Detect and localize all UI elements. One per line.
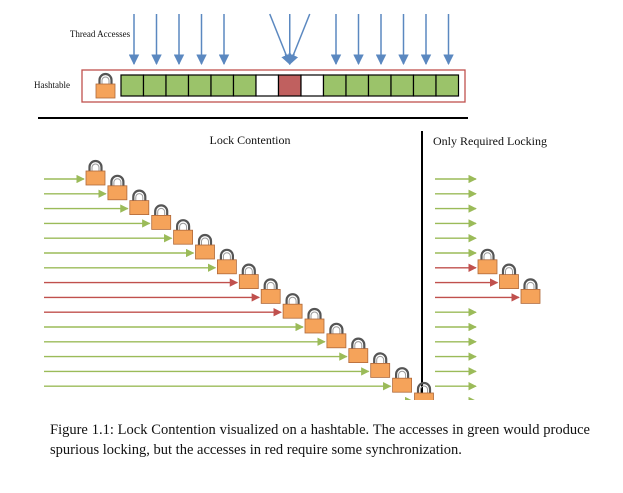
hashtable-bucket (300, 74, 325, 97)
lock-contention-diagram (38, 13, 541, 400)
padlock-icon (95, 72, 116, 99)
lock-contention-heading: Lock Contention (209, 133, 291, 147)
padlock-icon (216, 248, 237, 275)
padlock-icon (348, 337, 369, 364)
hashtable (81, 69, 466, 103)
thread-access-arrow (288, 13, 311, 65)
padlock-icon (282, 293, 303, 319)
padlock-icon (107, 174, 128, 201)
hashtable-bucket (210, 74, 235, 97)
hashtable-bucket (435, 74, 460, 97)
hashtable-frame (81, 69, 466, 103)
figure-caption: Figure 1.1: Lock Contention visualized o… (50, 422, 590, 458)
hashtable-bucket (255, 74, 280, 97)
padlock-icon (173, 219, 194, 245)
hashtable-bucket (322, 74, 347, 97)
lock-contention-panel (44, 159, 434, 400)
only-required-locking-heading: Only Required Locking (433, 134, 547, 148)
hashtable-bucket (232, 74, 257, 97)
hashtable-bucket (142, 74, 167, 97)
padlock-icon (392, 367, 413, 393)
hashtable-bucket (412, 74, 437, 97)
padlock-icon (326, 322, 347, 349)
thread-access-arrows (128, 13, 454, 66)
padlock-icon (129, 189, 150, 216)
padlock-icon (477, 248, 498, 275)
padlock-icon (499, 263, 519, 290)
hashtable-bucket (277, 74, 302, 97)
padlock-icon (370, 352, 391, 378)
hashtable-label: Hashtable (34, 80, 70, 90)
hashtable-bucket (187, 74, 212, 97)
padlock-icon (520, 278, 541, 304)
padlock-icon (195, 233, 215, 260)
hashtable-bucket (345, 74, 370, 97)
padlock-icon (238, 263, 259, 290)
padlock-icon (85, 159, 106, 186)
only-required-locking-panel (435, 174, 541, 400)
hashtable-bucket (120, 74, 145, 97)
hashtable-bucket (165, 74, 190, 97)
padlock-icon (260, 278, 281, 304)
padlock-icon (151, 204, 172, 230)
hashtable-bucket (390, 74, 415, 97)
thread-access-arrow (269, 13, 292, 65)
padlock-icon (304, 307, 325, 334)
padlock-icon (414, 381, 434, 400)
thread-accesses-label: Thread Accesses (69, 29, 131, 39)
hashtable-bucket (367, 74, 392, 97)
